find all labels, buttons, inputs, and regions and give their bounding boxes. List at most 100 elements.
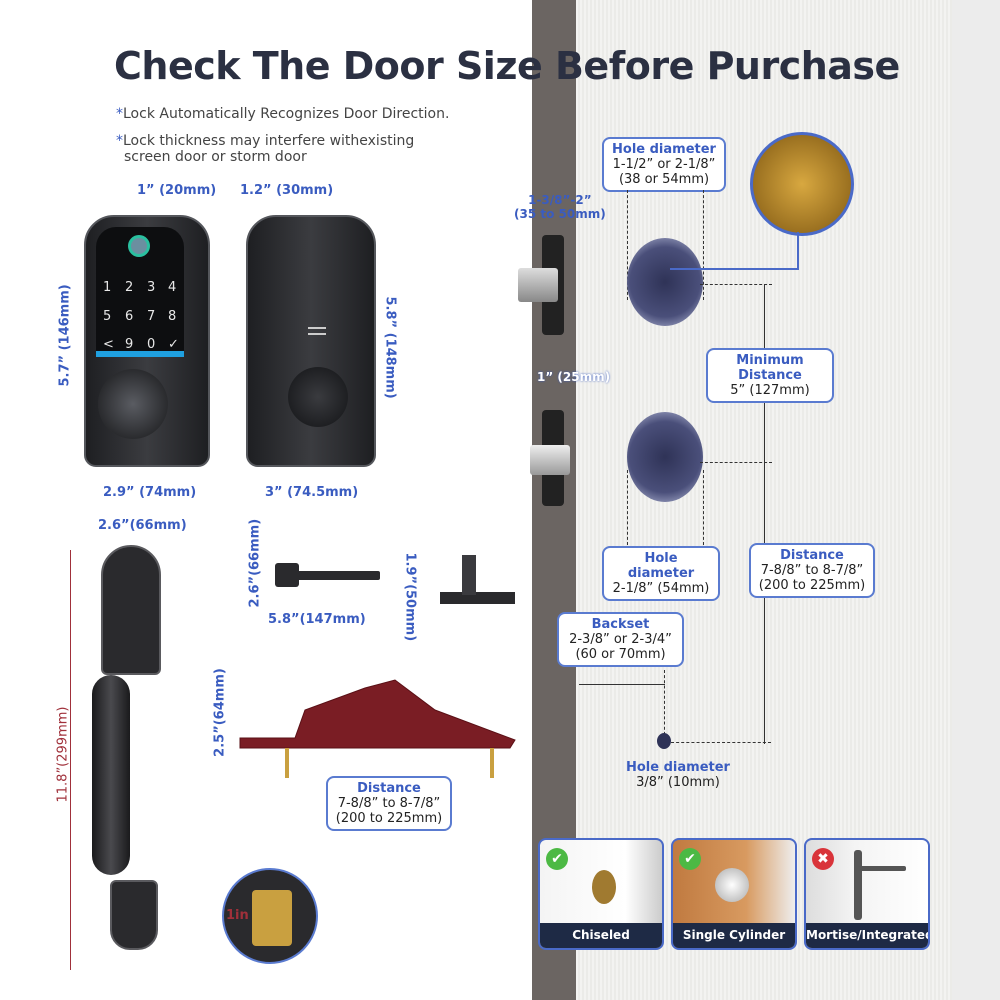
front-keypad-lock: 1 2 3 4 5 6 7 8 < 9 0 ✓ <box>84 215 210 467</box>
distance-value: 7-8/8” to 8-7/8” <box>760 563 864 578</box>
note-text: Lock Automatically Recognizes Door Direc… <box>123 106 450 122</box>
latch-width-label: 1” (25mm) <box>537 370 611 384</box>
hole-mid-box: Hole diameter 2-1/8” (54mm) <box>602 546 720 601</box>
background-right <box>952 0 1000 1000</box>
plate-distance-value: 7-8/8” to 8-7/8” <box>337 796 441 811</box>
check-icon: ✔ <box>546 848 568 870</box>
door-thickness-in: 1-3/8”-2” <box>528 193 592 207</box>
handle-height-label: 11.8”(299mm) <box>55 706 71 803</box>
thumbturn <box>288 367 348 427</box>
latch-bolt <box>518 268 558 302</box>
inset-label: 1in <box>226 908 249 923</box>
handle-height-line <box>70 550 71 970</box>
guide-line <box>703 470 704 545</box>
distance-box: Distance 7-8/8” to 8-7/8” (200 to 225mm) <box>749 543 875 598</box>
fingerprint-icon <box>128 235 150 257</box>
plate-height-label: 2.5”(64mm) <box>212 668 228 757</box>
handle-width-label: 2.6”(66mm) <box>98 518 187 533</box>
note-text: Lock thickness may interfere withexistin… <box>123 133 415 149</box>
key-9: 9 <box>125 337 134 352</box>
hole-mid-heading: Hole diameter <box>627 551 695 581</box>
hole-top-heading: Hole diameter <box>612 142 716 157</box>
hole-mid-value: 2-1/8” (54mm) <box>612 581 710 596</box>
strike-height-label: 1.9”(50mm) <box>402 552 418 642</box>
chiseled-hole <box>592 870 616 904</box>
key-2: 2 <box>125 280 134 295</box>
status-light <box>96 351 184 357</box>
note-marker: * <box>116 106 123 122</box>
hole-top-box: Hole diameter 1-1/2” or 2-1/8” (38 or 54… <box>602 137 726 192</box>
lever-arm <box>290 571 380 580</box>
guide-line <box>703 190 704 300</box>
key-cylinder <box>98 369 168 439</box>
door-type-label: Chiseled <box>540 923 662 948</box>
lower-bore-hole <box>627 412 703 502</box>
note-text: screen door or storm door <box>124 149 307 165</box>
key-1: 1 <box>103 280 112 295</box>
backset-value: 2-3/8” or 2-3/4” <box>569 632 672 647</box>
backset-mm: (60 or 70mm) <box>575 647 666 662</box>
key-3: 3 <box>147 280 156 295</box>
handle-grip <box>92 675 130 875</box>
hole-top-mm: (38 or 54mm) <box>618 172 710 187</box>
front-height-label: 5.7” (146mm) <box>57 284 73 387</box>
distance-mm: (200 to 225mm) <box>758 578 866 593</box>
back-width-label: 3” (74.5mm) <box>265 485 359 500</box>
page-title: Check The Door Size Before Purchase <box>114 44 900 88</box>
brass-pins <box>252 890 292 946</box>
door-thickness-mm: (35 to 50mm) <box>514 207 606 221</box>
cross-icon: ✖ <box>812 848 834 870</box>
guide-line <box>700 462 772 463</box>
key-6: 6 <box>125 309 134 324</box>
strike-post <box>462 555 476 595</box>
connector-line <box>670 268 798 270</box>
guide-line <box>664 670 665 740</box>
mortise-lever <box>858 866 906 871</box>
distance-line <box>764 284 765 744</box>
check-icon: ✔ <box>679 848 701 870</box>
door-thickness-label: 1-3/8”-2”(35 to 50mm) <box>514 193 606 221</box>
plate-distance-box: Distance 7-8/8” to 8-7/8” (200 to 225mm) <box>326 776 452 831</box>
hole-top-value: 1-1/2” or 2-1/8” <box>612 157 716 172</box>
front-depth-label: 1” (20mm) <box>137 183 217 198</box>
keypad-screen <box>96 227 184 357</box>
backset-box: Backset 2-3/8” or 2-3/4” (60 or 70mm) <box>557 612 684 667</box>
front-width-label: 2.9” (74mm) <box>103 485 197 500</box>
guide-line <box>627 190 628 300</box>
key-0: 0 <box>147 337 156 352</box>
upper-bore-hole <box>627 238 703 326</box>
hole-small-value: 3/8” (10mm) <box>636 775 720 790</box>
note-thickness: *Lock thickness may interfere withexisti… <box>116 133 414 165</box>
lever-height-label: 2.6”(66mm) <box>247 518 263 608</box>
lever-width-label: 5.8”(147mm) <box>268 612 366 627</box>
hole-small-heading: Hole diameter <box>626 760 730 775</box>
key-7: 7 <box>147 309 156 324</box>
cylinder <box>715 868 749 902</box>
note-marker: * <box>116 133 123 149</box>
guide-line <box>671 742 771 743</box>
key-back: < <box>103 337 114 352</box>
key-8: 8 <box>168 309 177 324</box>
small-hole <box>657 733 671 749</box>
back-depth-label: 1.2” (30mm) <box>240 183 334 198</box>
handle-inset-detail <box>222 868 318 964</box>
min-distance-heading: Minimum Distance <box>736 353 804 383</box>
guide-line <box>700 284 772 285</box>
door-type-card-chiseled: ✔ Chiseled <box>538 838 664 950</box>
plate-distance-mm: (200 to 225mm) <box>335 811 443 826</box>
strike-plate <box>440 592 515 604</box>
latch-detail-zoom <box>750 132 854 236</box>
key-4: 4 <box>168 280 177 295</box>
battery-cover-icon <box>308 327 326 335</box>
deadbolt <box>530 445 570 475</box>
mortise-plate <box>854 850 862 920</box>
handle-top-plate <box>101 545 161 675</box>
guide-line <box>627 470 628 545</box>
min-distance-box: Minimum Distance 5” (127mm) <box>706 348 834 403</box>
door-type-label: Mortise/Integrated <box>806 923 928 948</box>
plate-distance-heading: Distance <box>357 781 421 796</box>
key-confirm: ✓ <box>168 337 179 352</box>
hole-small-label: Hole diameter 3/8” (10mm) <box>626 760 730 790</box>
note-direction: *Lock Automatically Recognizes Door Dire… <box>116 106 449 122</box>
key-5: 5 <box>103 309 112 324</box>
